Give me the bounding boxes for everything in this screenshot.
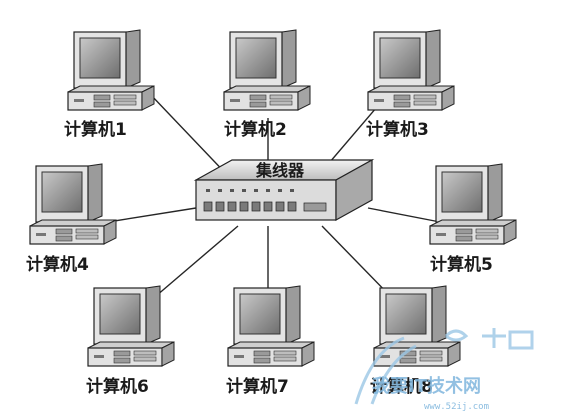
computer-icon bbox=[223, 29, 311, 111]
computer-icon bbox=[373, 285, 461, 367]
computer-label: 计算机4 bbox=[26, 254, 89, 275]
computer-icon bbox=[227, 285, 315, 367]
computer-icon bbox=[67, 29, 155, 111]
link-computer-5 bbox=[367, 207, 441, 223]
link-computer-4 bbox=[107, 207, 197, 223]
link-computer-1 bbox=[149, 93, 233, 181]
computer-7: 计算机7 bbox=[226, 285, 315, 397]
computer-3: 计算机3 bbox=[366, 29, 455, 140]
computer-6: 计算机6 bbox=[86, 285, 175, 397]
watermark-url: www.52ij.com bbox=[424, 402, 489, 412]
computer-label: 计算机5 bbox=[430, 254, 493, 275]
computer-label: 计算机7 bbox=[226, 376, 289, 397]
computer-5: 计算机5 bbox=[429, 163, 517, 275]
computer-2: 计算机2 bbox=[223, 29, 311, 140]
computer-label: 计算机1 bbox=[64, 119, 127, 140]
computer-icon bbox=[367, 29, 455, 111]
watermark-text: 我要IT技术网 bbox=[372, 375, 481, 397]
computer-label: 计算机8 bbox=[370, 376, 433, 397]
computer-label: 计算机2 bbox=[224, 119, 287, 140]
computer-label: 计算机6 bbox=[86, 376, 149, 397]
hub-label: 集线器 bbox=[255, 161, 305, 180]
computer-8: 计算机8 bbox=[370, 285, 461, 397]
computer-icon bbox=[87, 285, 175, 367]
watermark-logo-icon bbox=[354, 328, 534, 405]
computer-1: 计算机1 bbox=[64, 29, 155, 140]
computer-icon bbox=[29, 163, 117, 245]
computer-label: 计算机3 bbox=[366, 119, 429, 140]
computer-4: 计算机4 bbox=[26, 163, 117, 275]
watermark: 我要IT技术网 www.52ij.com bbox=[354, 328, 534, 412]
hub-icon bbox=[193, 158, 375, 222]
computer-icon bbox=[429, 163, 517, 245]
link-computer-6 bbox=[155, 225, 239, 297]
hub: 集线器 bbox=[193, 158, 375, 222]
